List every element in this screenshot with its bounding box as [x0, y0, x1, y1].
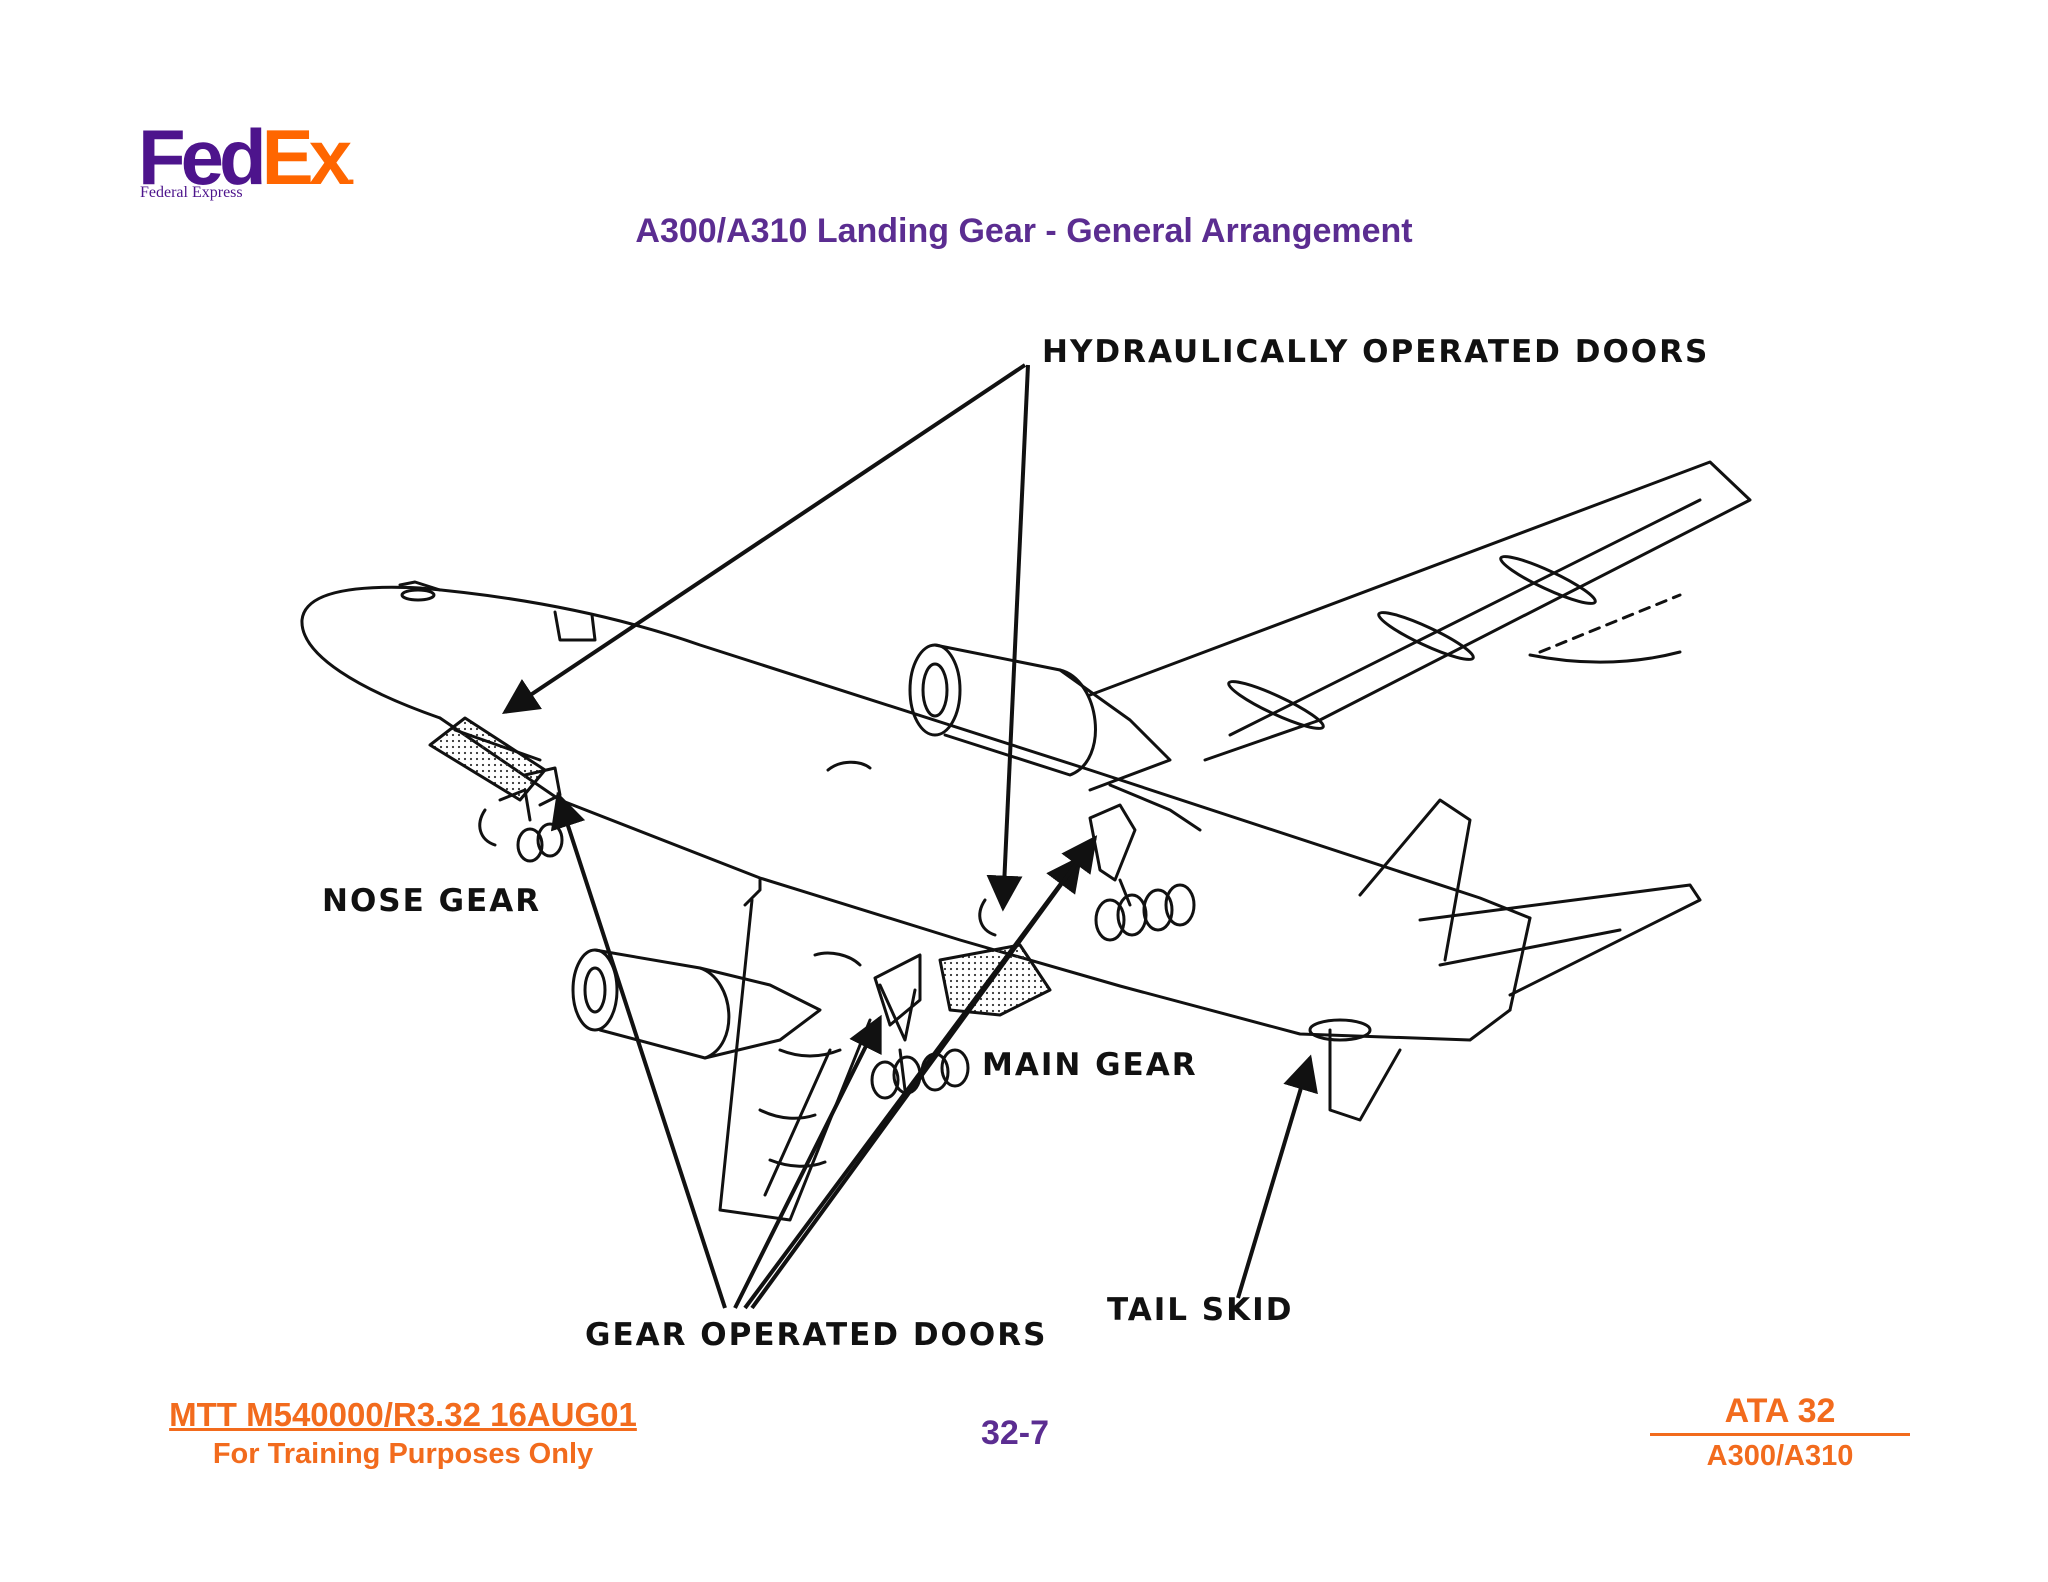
training-notice: For Training Purposes Only — [212, 1438, 594, 1470]
main-gear-right — [978, 803, 1196, 942]
arrow-gear-doors-to-right-2 — [750, 835, 1098, 1310]
logo-fed: Fed — [138, 113, 267, 201]
logo-ex: Ex — [261, 113, 352, 201]
upper-engine — [826, 643, 1172, 792]
label-nose-gear: NOSE GEAR — [322, 883, 541, 919]
nose-gear-assembly — [428, 716, 564, 863]
fedex-logo: FedEx. Federal Express — [138, 118, 356, 208]
footer-left: MTT M540000/R3.32 16AUG01 For Training P… — [148, 1396, 658, 1471]
aircraft-model: A300/A310 — [1706, 1440, 1854, 1472]
callout-arrows — [502, 363, 1318, 1310]
page-number: 32-7 — [980, 1414, 1050, 1452]
label-tail-skid: TAIL SKID — [1107, 1292, 1293, 1328]
document-reference: MTT M540000/R3.32 16AUG01 — [169, 1396, 637, 1433]
arrow-hydraulic-to-nose — [502, 363, 1027, 714]
ata-chapter: ATA 32 — [1650, 1392, 1910, 1436]
arrow-gear-doors-to-main — [733, 1014, 882, 1309]
right-wing — [1088, 460, 1752, 832]
label-main-gear: MAIN GEAR — [982, 1047, 1198, 1083]
label-hydraulically-operated-doors: HYDRAULICALLY OPERATED DOORS — [1042, 334, 1709, 370]
main-gear-left — [870, 943, 1052, 1100]
footer-right: ATA 32 A300/A310 — [1650, 1392, 1910, 1473]
arrow-tail-skid — [1236, 1054, 1318, 1299]
fuselage — [300, 580, 1532, 1042]
arrow-gear-doors-to-nose — [550, 791, 727, 1309]
page-title: A300/A310 Landing Gear - General Arrange… — [635, 212, 1413, 250]
tail — [1308, 798, 1702, 1122]
arrow-hydraulic-to-main — [986, 364, 1030, 912]
label-gear-operated-doors: GEAR OPERATED DOORS — [585, 1317, 1047, 1353]
logo-subtitle: Federal Express — [140, 184, 243, 201]
lower-engine — [571, 948, 862, 1060]
